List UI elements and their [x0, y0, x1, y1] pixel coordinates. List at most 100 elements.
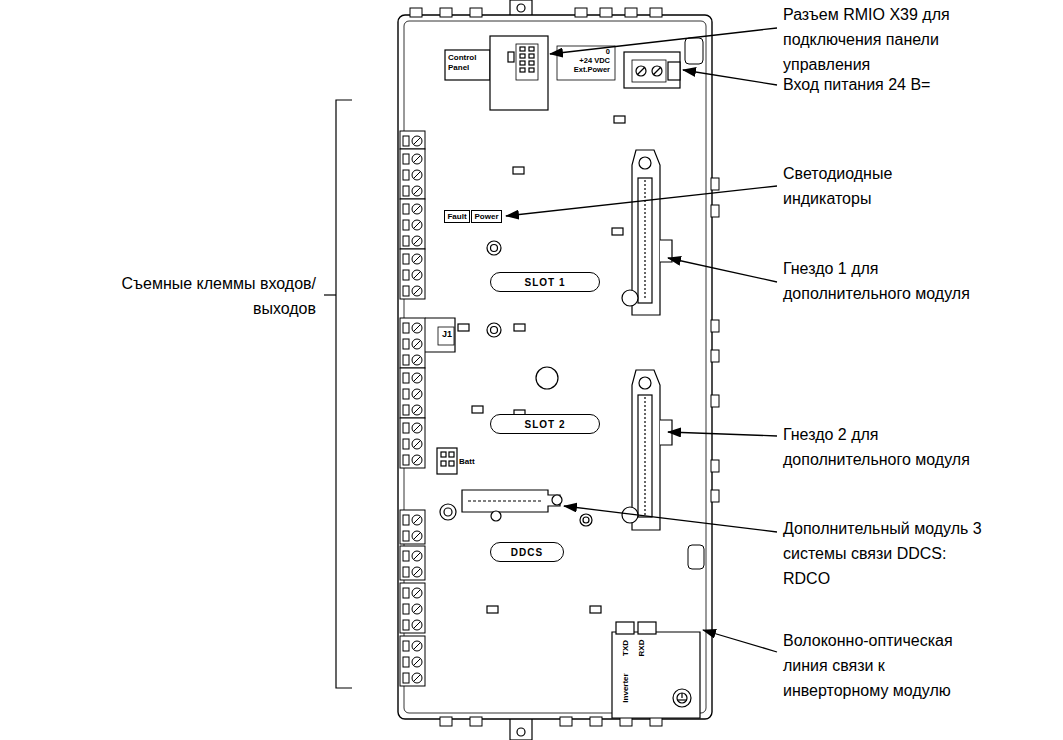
- screw-slot: [414, 357, 421, 364]
- screw-slot: [414, 238, 421, 245]
- board-marking: 0: [558, 47, 610, 56]
- terminal-screw: [412, 220, 422, 230]
- screw-slot: [414, 407, 421, 414]
- terminal-block: [400, 510, 425, 544]
- board-marking: Ext.Power: [558, 65, 610, 74]
- screw-slot: [414, 659, 421, 666]
- terminal-screw: [412, 136, 422, 146]
- screw-slot: [414, 441, 421, 448]
- screw-slot: [414, 553, 421, 560]
- terminal-slot: [403, 620, 409, 630]
- edge-clip: [410, 8, 719, 726]
- terminal-slot: [403, 588, 409, 598]
- screw-slot: [414, 533, 421, 540]
- power-connector: [557, 46, 680, 88]
- terminal-screw: [412, 170, 422, 180]
- node-text: SLOT 1: [524, 277, 565, 288]
- terminal-slot: [403, 236, 409, 246]
- terminal-slot: [403, 136, 409, 146]
- slot-label-box: SLOT 1: [490, 272, 600, 292]
- terminal-slot: [403, 455, 409, 465]
- terminal-block: [400, 546, 425, 580]
- terminal-block: [400, 318, 425, 368]
- node-text: SLOT 2: [524, 419, 565, 430]
- terminal-slot: [403, 567, 409, 577]
- terminal-screw: [412, 389, 422, 399]
- board-marking: J1: [439, 329, 455, 340]
- terminal-screw: [412, 270, 422, 280]
- terminal-screw: [412, 405, 422, 415]
- terminal-screw: [412, 355, 422, 365]
- terminal-slot: [403, 389, 409, 399]
- terminal-screw: [412, 567, 422, 577]
- terminal-slot: [403, 673, 409, 683]
- terminal-screw: [412, 515, 422, 525]
- terminal-slot: [403, 439, 409, 449]
- terminal-screw: [412, 439, 422, 449]
- terminal-screw: [412, 423, 422, 433]
- screw-slot: [414, 341, 421, 348]
- callout-text: Разъем RMIO X39 для подключения панели у…: [783, 2, 988, 77]
- callout-text: Гнездо 1 для дополнительного модуля: [783, 256, 988, 306]
- screw-slot: [414, 590, 421, 597]
- screw-slot: [414, 288, 421, 295]
- board-marking: TXD: [621, 640, 630, 656]
- screw-slot: [414, 457, 421, 464]
- screw-slot: [414, 256, 421, 263]
- slot-label-box: DDCS: [490, 542, 564, 562]
- terminal-screw: [412, 641, 422, 651]
- terminal-screw: [412, 254, 422, 264]
- screw-slot: [414, 272, 421, 279]
- terminal-screw: [412, 551, 422, 561]
- fibre-connector: [612, 622, 700, 718]
- screw-slot: [414, 643, 421, 650]
- board-outline: [398, 15, 712, 719]
- terminal-screw: [412, 339, 422, 349]
- callout-text: Волоконно-оптическая линия связи к инвер…: [783, 628, 988, 703]
- terminal-block: [400, 131, 425, 149]
- terminal-screw: [412, 204, 422, 214]
- led-label-box: Power: [471, 210, 502, 223]
- callout-text: Съемные клеммы входов/ выходов: [98, 271, 316, 321]
- node-text: Fault: [447, 212, 466, 221]
- terminal-slot: [403, 423, 409, 433]
- screw-slot: [414, 172, 421, 179]
- terminal-slot: [403, 286, 409, 296]
- terminal-screw: [412, 154, 422, 164]
- terminal-screw: [412, 236, 422, 246]
- led-label-box: Fault: [444, 210, 470, 223]
- terminal-slot: [403, 355, 409, 365]
- screw-slot: [414, 375, 421, 382]
- board-marking: RXD: [637, 640, 646, 657]
- board-marking: +24 VDC: [558, 56, 610, 65]
- terminal-screw: [412, 604, 422, 614]
- terminal-slot: [403, 323, 409, 333]
- screw-slot: [414, 675, 421, 682]
- terminal-slot: [403, 515, 409, 525]
- terminal-block: [400, 418, 425, 468]
- callout-text: Вход питания 24 В=: [783, 72, 988, 97]
- board-hole: [440, 116, 625, 613]
- terminal-block: [400, 249, 425, 299]
- terminal-block: [400, 636, 425, 686]
- bracket: [324, 100, 352, 688]
- terminal-screw: [412, 657, 422, 667]
- board-marking: Batt: [459, 457, 489, 467]
- terminal-slot: [403, 186, 409, 196]
- terminal-screw: [412, 673, 422, 683]
- callout-text: Гнездо 2 для дополнительного модуля: [783, 422, 988, 472]
- terminal-block: [400, 199, 425, 249]
- node-text: Power: [474, 212, 498, 221]
- screw-slot: [414, 622, 421, 629]
- screw-slot: [414, 569, 421, 576]
- terminal-slot: [403, 220, 409, 230]
- terminal-slot: [403, 373, 409, 383]
- board-marking: Control Panel: [448, 53, 488, 73]
- panel-connector: [445, 36, 548, 110]
- callout-text: Светодиодные индикаторы: [783, 161, 953, 211]
- screw-slot: [414, 222, 421, 229]
- terminal-slot: [403, 604, 409, 614]
